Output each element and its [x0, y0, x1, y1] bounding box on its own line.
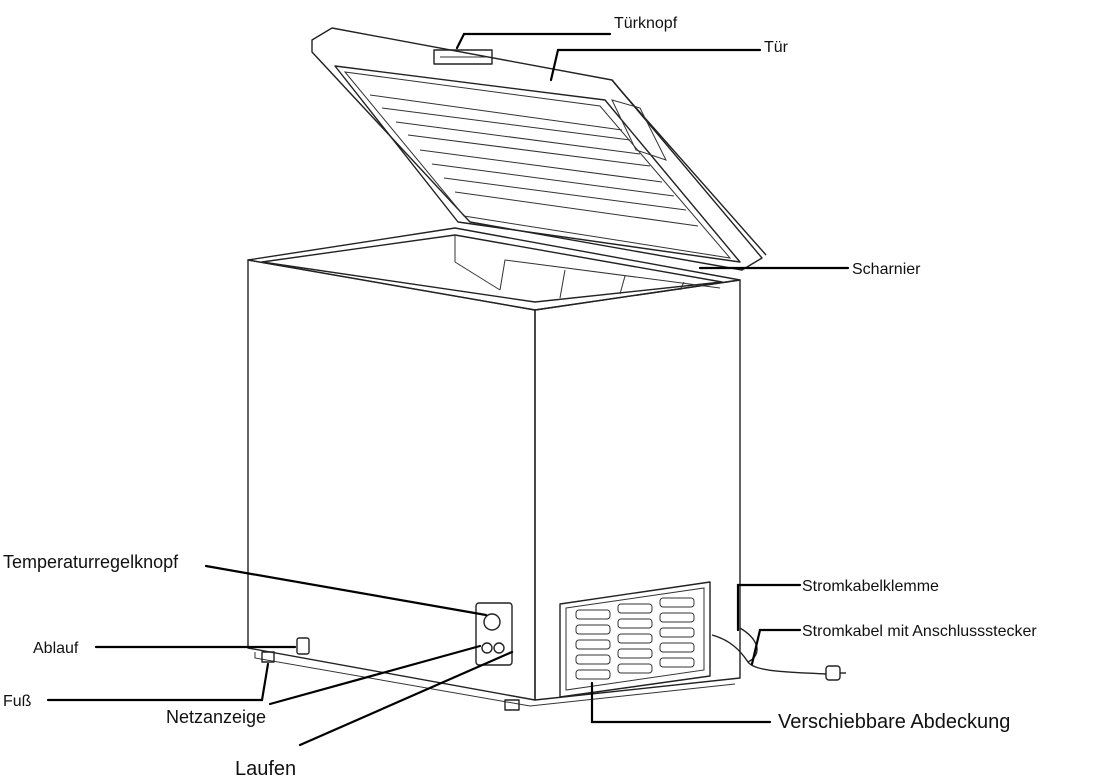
grille-slot	[617, 633, 653, 644]
grille-slot	[659, 597, 695, 608]
lid-handle-shape	[433, 49, 493, 65]
label-running: Laufen	[235, 758, 296, 780]
control-panel	[475, 602, 513, 666]
grille-slot	[659, 642, 695, 653]
leader-lines	[46, 32, 850, 747]
grille-slot	[659, 627, 695, 638]
sliding-cover-grille	[559, 581, 711, 698]
label-cable-clamp: Stromkabelklemme	[802, 578, 939, 595]
label-power-cable: Stromkabel mit Anschlussstecker	[802, 623, 1037, 640]
label-hinge: Scharnier	[852, 261, 921, 278]
indicator-lamp-power	[481, 642, 493, 654]
label-foot: Fuß	[3, 693, 32, 710]
grille-slot	[575, 654, 611, 665]
grille-slot	[575, 609, 611, 620]
label-sliding-cover: Verschiebbare Abdeckung	[778, 711, 1010, 733]
grille-slot	[659, 612, 695, 623]
grille-slot	[617, 648, 653, 659]
grille-slot	[575, 624, 611, 635]
grille-slot	[617, 603, 653, 614]
grille-slot	[575, 639, 611, 650]
freezer-lid	[311, 27, 767, 271]
label-power-indicator: Netzanzeige	[166, 707, 266, 727]
foot-shape	[261, 651, 275, 663]
freezer-body	[247, 227, 741, 711]
grille-slot	[617, 663, 653, 674]
temperature-knob-shape	[483, 613, 501, 631]
indicator-lamp-running	[493, 642, 505, 654]
grille-slot	[617, 618, 653, 629]
grille-slot	[659, 657, 695, 668]
labels: Türknopf Tür Scharnier Temperaturregelkn…	[3, 15, 1037, 780]
label-drain: Ablauf	[33, 640, 79, 657]
label-door-handle: Türknopf	[614, 15, 678, 32]
label-temperature-knob: Temperaturregelknopf	[3, 552, 179, 572]
drain-plug	[296, 637, 310, 655]
label-door: Tür	[764, 39, 789, 56]
grille-slots	[575, 597, 695, 680]
grille-slot	[575, 669, 611, 680]
